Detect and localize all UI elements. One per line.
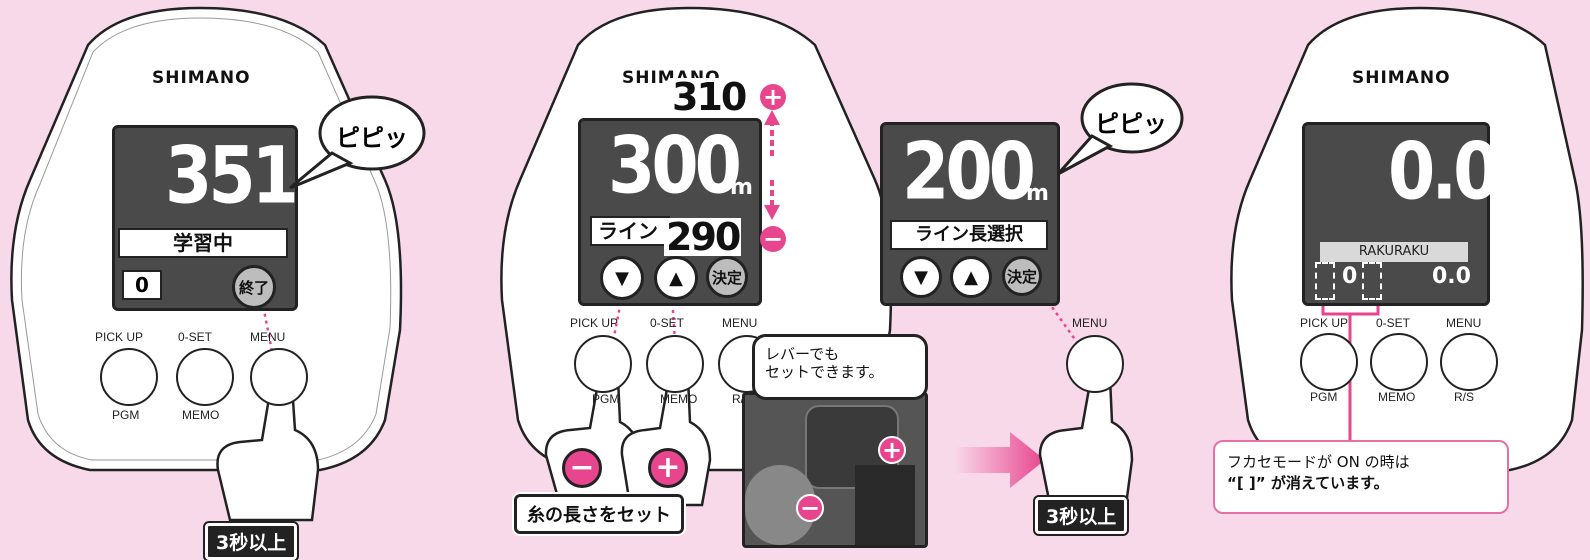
- pick-up-button[interactable]: [100, 348, 158, 406]
- up-arrow-button[interactable]: ▲: [654, 256, 698, 300]
- fukase-note: フカセモードが ON の時は “[ ]” が消えています。: [1213, 440, 1509, 514]
- hold-tag-3: 3秒以上: [1032, 495, 1130, 536]
- end-button[interactable]: 終了: [232, 265, 276, 309]
- set-length-label: 糸の長さをセット: [512, 492, 686, 536]
- minus-icon: −: [760, 226, 786, 252]
- line-bar: ライン: [590, 216, 670, 246]
- menu-button[interactable]: [250, 348, 308, 406]
- lever-plus-icon: +: [878, 436, 906, 464]
- brand-logo: SHIMANO: [1352, 68, 1451, 88]
- enter-button[interactable]: 決定: [1002, 256, 1042, 296]
- right-value: 0.0: [1432, 264, 1471, 289]
- depth-value: 300: [608, 121, 742, 212]
- label-o-set: 0-SET: [1376, 316, 1411, 330]
- speech-text-1: ピピッ: [336, 124, 408, 152]
- label-memo: MEMO: [1378, 390, 1416, 404]
- lever-note: レバーでも セットできます。: [752, 334, 928, 400]
- unit-label: m: [730, 175, 753, 200]
- counter-value: 351: [165, 131, 299, 222]
- down-arrow-button[interactable]: ▼: [600, 256, 644, 300]
- fukase-note-line1: フカセモードが ON の時は: [1227, 453, 1410, 471]
- o-set-button[interactable]: [1370, 333, 1428, 391]
- lever-note-line1: レバーでも: [765, 345, 840, 363]
- label-menu: MENU: [250, 330, 286, 344]
- o-set-button[interactable]: [646, 335, 704, 393]
- label-o-set: 0-SET: [650, 316, 685, 330]
- bracket-right-marker: [1362, 262, 1382, 300]
- pick-up-button[interactable]: [574, 335, 632, 393]
- left-value: 0: [1342, 264, 1358, 289]
- lever-minus-icon: −: [796, 494, 824, 522]
- unit-label: m: [1026, 181, 1049, 206]
- label-menu: MENU: [722, 316, 758, 330]
- label-pick-up: PICK UP: [1300, 316, 1349, 330]
- label-menu: MENU: [1446, 316, 1482, 330]
- plus-icon: +: [760, 84, 786, 110]
- hold-tag-1: 3秒以上: [202, 521, 300, 560]
- down-arrow-button[interactable]: ▼: [900, 256, 942, 298]
- minus-badge: −: [562, 448, 602, 488]
- line-length-bar: ライン長選択: [890, 220, 1048, 250]
- label-pick-up: PICK UP: [570, 316, 619, 330]
- menu-button[interactable]: [1440, 333, 1498, 391]
- pick-up-button[interactable]: [1300, 333, 1358, 391]
- o-set-button[interactable]: [176, 348, 234, 406]
- plus-badge: +: [648, 448, 688, 488]
- mode-bar: RAKURAKU: [1320, 242, 1468, 262]
- lever-note-line2: セットできます。: [765, 363, 884, 381]
- menu-button[interactable]: [1066, 335, 1124, 393]
- brand-logo: SHIMANO: [152, 68, 251, 88]
- label-pgm: PGM: [112, 408, 140, 422]
- lever-photo: [742, 392, 928, 548]
- down-value: 290: [664, 215, 741, 259]
- label-memo: MEMO: [660, 392, 698, 406]
- label-memo: MEMO: [182, 408, 220, 422]
- up-value: 310: [670, 75, 747, 119]
- speech-bubble-1: [289, 95, 426, 190]
- depth-value: 200: [902, 127, 1036, 218]
- up-arrow-button[interactable]: ▲: [950, 256, 992, 298]
- label-pgm: PGM: [1310, 390, 1338, 404]
- fukase-note-line2: “[ ]” が消えています。: [1227, 474, 1389, 492]
- label-pgm: PGM: [592, 392, 620, 406]
- status-bar: 学習中: [118, 228, 288, 258]
- speech-text-3: ピピッ: [1095, 110, 1167, 138]
- label-menu: MENU: [1072, 316, 1108, 330]
- left-box: 0: [122, 270, 162, 300]
- label-o-set: 0-SET: [178, 330, 213, 344]
- bracket-left-marker: [1315, 262, 1335, 300]
- label-pick-up: PICK UP: [95, 330, 144, 344]
- depth-value: 0.0: [1388, 127, 1500, 218]
- speech-bubble-3: [1056, 82, 1184, 176]
- label-rs: R/S: [1454, 390, 1475, 404]
- enter-button[interactable]: 決定: [706, 256, 748, 298]
